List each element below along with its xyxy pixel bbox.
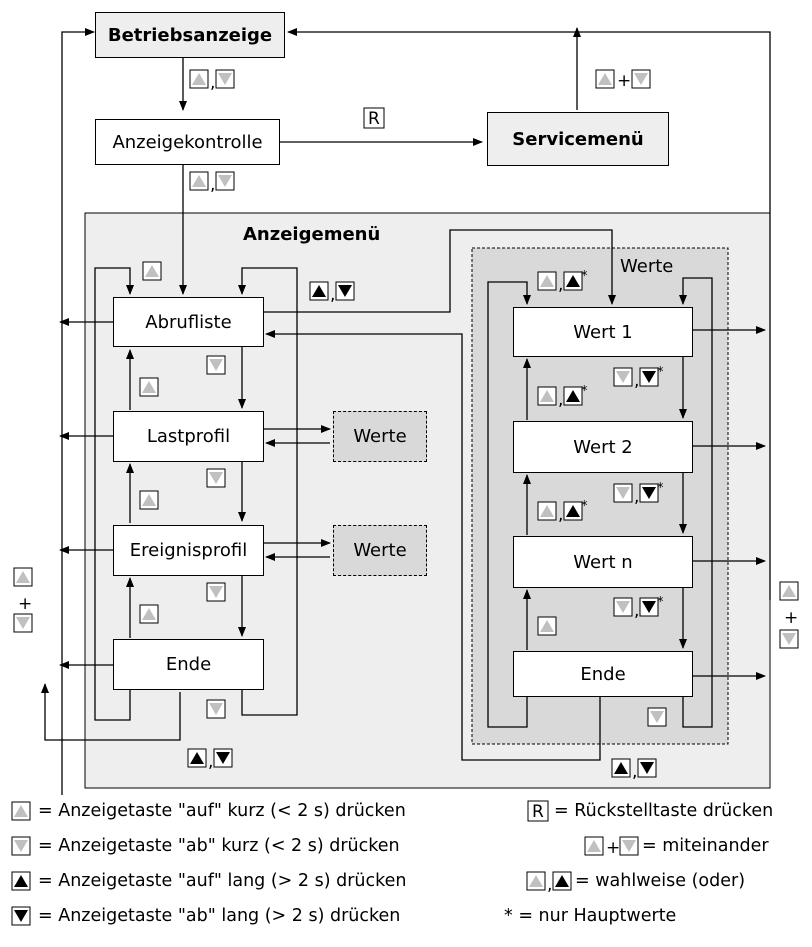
legend-together-up-key-icon [584,836,604,856]
service-up-key-icon [595,69,615,89]
legend-either-keys-separator: , [547,875,552,895]
legend-reset-key-icon [527,800,549,822]
kontrolle-keys-first-key-icon [189,171,209,191]
wertn-up-keys-second-key-icon: * [563,499,588,521]
ende-down-key-icon [206,699,226,719]
legend-up-short: = Anzeigetaste "auf" kurz (< 2 s) drücke… [38,801,406,821]
wertn-down-keys-separator: , [634,601,639,621]
ereignisprofil-box: Ereignisprofil [113,525,264,576]
legend-together-down-key-icon [619,836,639,856]
ende-right-long-keys-separator: , [632,762,637,782]
last-down-key-icon [206,468,226,488]
wert1-up-keys-first-key-icon [537,271,557,291]
wertn-down-keys-first-key-icon [613,597,633,617]
legend-either-keys-first-key-icon [526,871,546,891]
wert1-down-keys-first-key-icon [613,367,633,387]
anzeigemenu-title: Anzeigemenü [243,224,381,245]
last-up-key-icon [139,377,159,397]
service-plus: + [617,71,631,91]
star-mark: * [581,499,588,514]
legend-either: = wahlweise (oder) [575,871,746,891]
outer-left-plus: + [18,594,32,614]
ende-right-down-key-icon [647,707,667,727]
wert1-down-keys-second-key-icon: * [639,365,664,387]
lastprofil-box: Lastprofil [113,411,264,462]
wertn-up-keys-separator: , [558,505,563,525]
wert1-box: Wert 1 [513,307,693,357]
kontrolle-keys-second-key-icon [215,171,235,191]
star-mark: * [657,481,664,496]
betrieb-keys-first-key-icon [189,69,209,89]
betrieb-keys-second-key-icon [215,69,235,89]
star-mark: * [657,365,664,380]
legend-down-long-key-icon [11,906,31,926]
werte-ereignisprofil-box: Werte [333,525,427,576]
star-mark: * [657,595,664,610]
werte-lastprofil-box: Werte [333,411,427,462]
wert2-down-keys-separator: , [634,487,639,507]
wert2-up-keys-second-key-icon: * [563,384,588,406]
ende-right-long-keys-first-key-icon [611,758,631,778]
wert2-box: Wert 2 [513,421,693,473]
werte-group-title: Werte [620,256,674,277]
star-mark: * [581,269,588,284]
legend-together: = miteinander [642,836,769,856]
wert1-up-keys-separator: , [558,275,563,295]
ende-up-key-icon [139,604,159,624]
outer-left-down-key-icon [13,613,33,633]
reset-key-label: R [368,109,380,129]
anzeigemenu-long-keys-separator: , [330,285,335,305]
ereignis-up-key-icon [139,490,159,510]
ende-right-box: Ende [513,651,693,697]
outer-left-up-key-icon [13,567,33,587]
ende-long-keys-first-key-icon [187,748,207,768]
legend-down-long: = Anzeigetaste "ab" lang (> 2 s) drücken [38,906,401,926]
anzeigekontrolle-box: Anzeigekontrolle [95,119,280,165]
legend-up-short-key-icon [11,801,31,821]
wertn-box: Wert n [513,536,693,588]
ende-long-keys-second-key-icon [213,748,233,768]
abrufliste-box: Abrufliste [113,297,264,347]
outer-right-down-key-icon [779,629,799,649]
betriebsanzeige-box: Betriebsanzeige [95,12,285,58]
legend-down-short: = Anzeigetaste "ab" kurz (< 2 s) drücken [38,836,400,856]
wert2-down-keys-first-key-icon [613,483,633,503]
wert2-down-keys-second-key-icon: * [639,481,664,503]
legend-up-long-key-icon [11,871,31,891]
servicemenu-box: Servicemenü [487,112,669,166]
wert2-up-keys-first-key-icon [537,386,557,406]
legend-main-only: * = nur Hauptwerte [504,906,677,926]
legend-either-keys-second-key-icon [552,871,572,891]
outer-right-plus: + [784,608,798,628]
abruf-down-key-icon [206,355,226,375]
service-down-key-icon [631,69,651,89]
star-mark: * [581,384,588,399]
betrieb-keys-separator: , [210,73,215,93]
ende-right-long-keys-second-key-icon [637,758,657,778]
wert1-up-keys-second-key-icon: * [563,269,588,291]
wertn-up-keys-first-key-icon [537,501,557,521]
wertn-down-keys-second-key-icon: * [639,595,664,617]
outer-right-up-key-icon [779,581,799,601]
reset-key-icon [363,107,385,129]
kontrolle-keys-separator: , [210,175,215,195]
ende-left-box: Ende [113,639,264,690]
legend-reset-key-label: R [532,802,544,822]
legend-down-short-key-icon [11,836,31,856]
abruf-up-key-icon [142,261,162,281]
legend-up-long: = Anzeigetaste "auf" lang (> 2 s) drücke… [38,871,407,891]
anzeigemenu-long-keys-first-key-icon [309,281,329,301]
wert2-up-keys-separator: , [558,390,563,410]
ende-right-up-key-icon [537,616,557,636]
anzeigemenu-long-keys-second-key-icon [335,281,355,301]
ereignis-down-key-icon [206,582,226,602]
legend-together-plus: + [606,838,620,858]
wert1-down-keys-separator: , [634,371,639,391]
ende-long-keys-separator: , [208,752,213,772]
legend-reset: = Rückstelltaste drücken [554,801,774,821]
